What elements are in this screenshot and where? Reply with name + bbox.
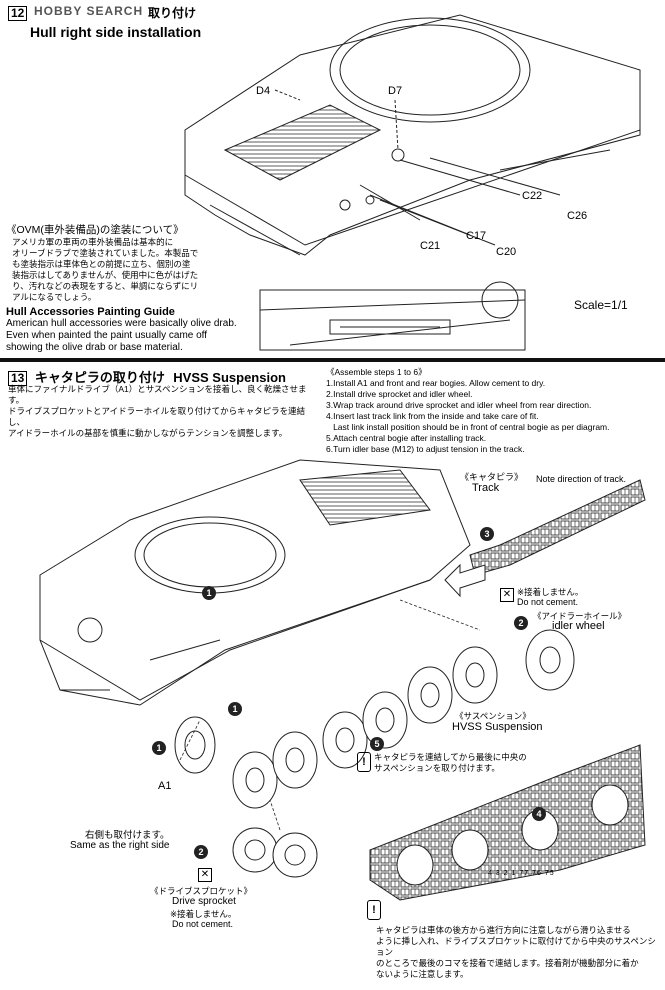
bottom-note: キャタピラは車体の後方から進行方向に注意しながら滑り込ませる ように挿し入れ、ド… xyxy=(376,925,661,980)
caution-icon: ! xyxy=(357,752,371,772)
step-badge: 1 xyxy=(202,586,216,600)
ovm-heading-en: Hull Accessories Painting Guide xyxy=(6,306,175,318)
susp-label-en: HVSS Suspension xyxy=(452,721,543,733)
part-label: C20 xyxy=(496,246,517,258)
no-cement-icon: ✕ xyxy=(198,868,212,882)
note-line: ように挿し入れ、ドライブスプロケットに取付けてから中央のサスペンション xyxy=(376,936,656,957)
part-label: D4 xyxy=(256,85,271,97)
assemble-step: 3.Wrap track around drive sprocket and i… xyxy=(326,400,592,410)
ovm-line: り、汚れなどの表現をすると、単調にならずにリ xyxy=(12,281,199,291)
central-note: キャタピラを連結してから最後に中央の サスペンションを取り付けます。 xyxy=(374,752,527,774)
scale-label: Scale=1/1 xyxy=(574,298,628,312)
section-divider xyxy=(0,358,665,362)
note-line: キャタピラは車体の後方から進行方向に注意しながら滑り込ませる xyxy=(376,925,631,935)
caution-icon: ! xyxy=(367,900,381,920)
hvss-hull-drawing xyxy=(39,459,471,706)
note-line: キャタピラを連結してから最後に中央の xyxy=(374,752,527,762)
watermark: HOBBY SEARCH xyxy=(34,4,144,18)
ovm-line: アメリカ軍の車両の車外装備品は基本的に xyxy=(12,237,174,247)
no-cement-icon: ✕ xyxy=(500,588,514,602)
step-13-desc-jp: 車体にファイナルドライブ（A1）とサスペンションを接着し、良く乾燥させます。 ド… xyxy=(8,384,318,439)
assemble-step: 4.Insert last track link from the inside… xyxy=(326,411,539,421)
idler-label-jp: 《アイドラーホイール》 xyxy=(533,611,627,621)
step-badge: 4 xyxy=(532,807,546,821)
track-label-en: Track xyxy=(472,482,500,494)
step-badge: 2 xyxy=(194,845,208,859)
note-line: サスペンションを取り付けます。 xyxy=(374,763,500,773)
ovm-body-jp: アメリカ軍の車両の車外装備品は基本的に オリーブドラブで塗装されていました。本製… xyxy=(12,237,246,303)
ovm-line: showing the olive drab or base material. xyxy=(6,342,183,353)
idler-label-en: idler wheel xyxy=(552,620,605,632)
step-title-en: HVSS Suspension xyxy=(173,370,286,385)
track-strip-drawing xyxy=(469,479,646,576)
step-12-title: Hull right side installation xyxy=(30,24,202,40)
step-badge: 3 xyxy=(480,527,494,541)
assemble-heading: 《Assemble steps 1 to 6》 xyxy=(326,367,427,377)
sprocket-nocement-jp: ※接着しません。 xyxy=(170,909,237,919)
no-cement-jp: ※接着しません。 xyxy=(517,587,584,597)
assemble-step: 1.Install A1 and front and rear bogies. … xyxy=(326,378,546,388)
part-label: C21 xyxy=(420,240,441,252)
ovm-line: も塗装指示は車体色との前提に立ち、個別の塗 xyxy=(12,259,191,269)
same-side-jp: 右側も取付けます。 xyxy=(85,830,170,841)
assemble-step: Last link install position should be in … xyxy=(326,422,610,432)
track-direction-note: Note direction of track. xyxy=(536,474,627,484)
ovm-heading-jp: 《OVM(車外装備品)の塗装について》 xyxy=(6,224,184,236)
step-title-jp: キャタピラの取り付け xyxy=(34,370,165,385)
step-12-header: 12 HOBBY SEARCH 取り付け xyxy=(8,4,196,22)
assemble-step: 5.Attach central bogie after installing … xyxy=(326,433,487,443)
ovm-line: American hull accessories were basically… xyxy=(6,318,237,329)
step-badge: 2 xyxy=(514,616,528,630)
part-label-a1: A1 xyxy=(158,780,172,792)
assemble-step: 2.Install drive sprocket and idler wheel… xyxy=(326,389,473,399)
step-title-jp: 取り付け xyxy=(148,6,197,20)
susp-label-jp: 《サスペンション》 xyxy=(455,711,531,721)
assemble-steps: 《Assemble steps 1 to 6》 1.Install A1 and… xyxy=(326,367,661,455)
step-badge: 1 xyxy=(152,741,166,755)
direction-arrow xyxy=(444,563,486,598)
part-label: D7 xyxy=(388,85,403,97)
note-line: ないように注意します。 xyxy=(376,969,469,979)
track-label-jp: 《キャタピラ》 xyxy=(460,472,524,482)
track-link-numbers: 4 3 2 1 77 76 75 xyxy=(488,870,555,877)
scale-drawing xyxy=(259,281,526,351)
step-badge: 1 xyxy=(228,702,242,716)
bogie-wheels xyxy=(174,629,575,878)
ovm-line: オリーブドラブで塗装されていました。本製品で xyxy=(12,248,199,258)
ovm-line: Even when painted the paint usually came… xyxy=(6,330,208,341)
note-line: のところで最後のコマを接着で連結します。接着剤が機動部分に着か xyxy=(376,958,639,968)
part-label: C22 xyxy=(522,190,543,202)
ovm-body-en: American hull accessories were basically… xyxy=(6,318,246,354)
track-loop-drawing xyxy=(369,744,646,901)
sprocket-nocement-en: Do not cement. xyxy=(172,919,234,929)
desc-line: 車体にファイナルドライブ（A1）とサスペンションを接着し、良く乾燥させます。 xyxy=(8,384,307,405)
step-number: 12 xyxy=(8,6,28,21)
desc-line: アイドラーホイルの基部を慎重に動かしながらテンションを調整します。 xyxy=(8,428,288,438)
ovm-note: 《OVM(車外装備品)の塗装について》 アメリカ軍の車両の車外装備品は基本的に … xyxy=(6,222,246,354)
sprocket-label-jp: 《ドライブスプロケット》 xyxy=(150,886,253,896)
sprocket-label-en: Drive sprocket xyxy=(172,896,236,907)
ovm-line: アルになるでしょう。 xyxy=(12,292,97,302)
step-13-header: 13 キャタピラの取り付け HVSS Suspension xyxy=(8,367,286,387)
step-badge: 5 xyxy=(370,737,384,751)
no-cement-en: Do not cement. xyxy=(517,597,579,607)
desc-line: ドライブスプロケットとアイドラーホイルを取り付けてからキャタピラを連結し、 xyxy=(8,406,306,427)
part-label: C26 xyxy=(567,210,588,222)
assemble-step: 6.Turn idler base (M12) to adjust tensio… xyxy=(326,444,525,454)
part-label: C17 xyxy=(466,230,487,242)
hull-right-side-drawing xyxy=(184,14,641,256)
same-side-en: Same as the right side xyxy=(70,840,170,851)
ovm-line: 装指示はしてありませんが、使用中に色がはげた xyxy=(12,270,199,280)
